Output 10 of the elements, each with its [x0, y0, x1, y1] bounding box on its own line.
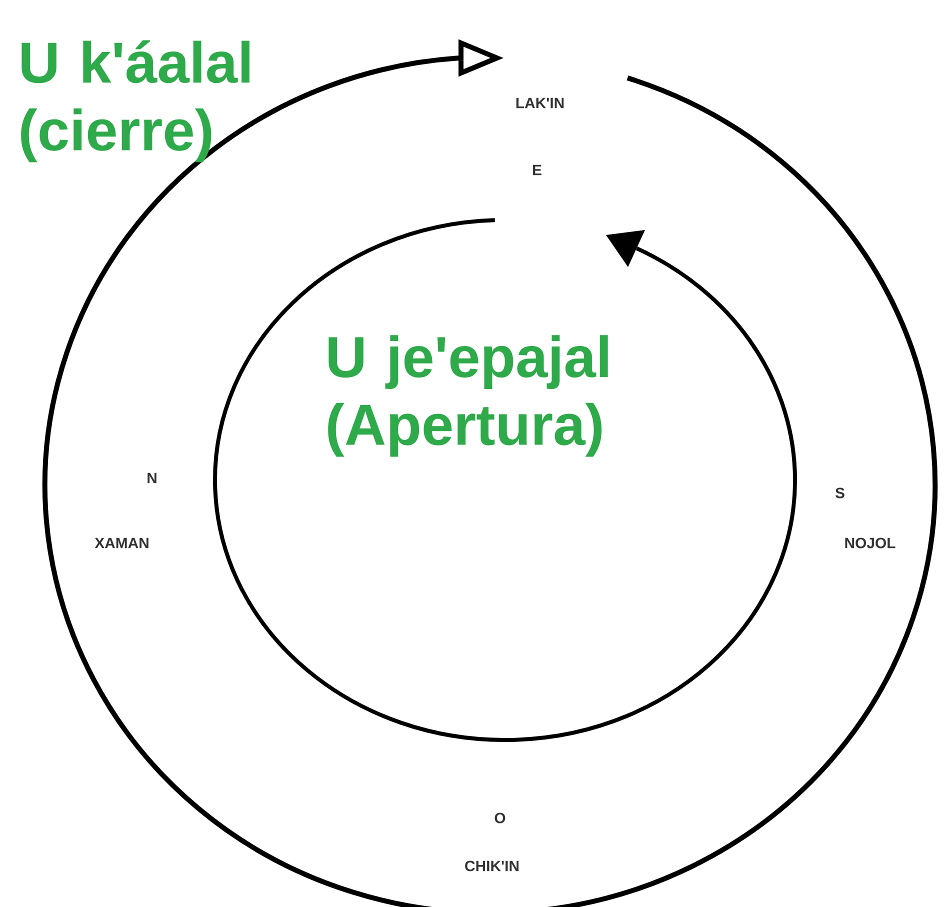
direction-label: NOJOL — [845, 538, 896, 548]
direction-label: XAMAN — [94, 538, 148, 548]
direction-label: S — [835, 488, 844, 498]
direction-label: N — [148, 472, 156, 484]
cycle-label: U je'epajal (Apertura) — [328, 335, 608, 457]
direction-label: O — [494, 812, 506, 824]
cycle-label: U k'áalal (cierre) — [21, 40, 250, 162]
direction-label: CHIK'IN — [465, 860, 518, 872]
direction-label: E — [533, 164, 542, 176]
direction-label: LAK'IN — [516, 98, 564, 108]
